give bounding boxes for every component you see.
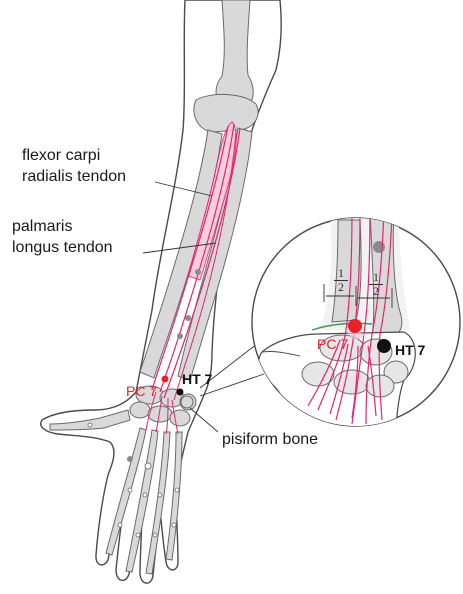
fraction-left: 1 2 — [334, 267, 348, 294]
flexor-carpi-label: flexor carpi radialis tendon — [22, 145, 126, 187]
fraction-left-numerator: 1 — [334, 267, 348, 281]
ht7-point — [176, 388, 184, 396]
pisiform-ring — [180, 395, 194, 409]
channel-points — [127, 269, 201, 462]
ulna-bone — [177, 127, 253, 381]
bones — [49, 0, 259, 575]
finger-joints — [87, 422, 180, 538]
leader-lines — [142, 181, 265, 433]
ht7-label: HT 7 — [182, 371, 213, 387]
flexor-carpi-label-line1: flexor carpi — [22, 147, 101, 164]
elbow-joint — [193, 93, 259, 133]
pc7-point — [161, 375, 169, 383]
carpal-bone — [169, 409, 191, 427]
fraction-right: 1 2 — [369, 271, 383, 298]
finger-bone — [165, 431, 183, 561]
zoom-ht7-point — [377, 339, 391, 353]
zoom-inset — [251, 217, 461, 427]
thumb-bone — [49, 409, 131, 431]
zoom-ht7-label: HT 7 — [395, 342, 426, 358]
pisiform-bone-label: pisiform bone — [222, 431, 319, 448]
palmaris-longus-label-line1: palmaris — [12, 218, 73, 235]
hand-point-ring — [144, 462, 152, 470]
flexor-carpi-label-line2: radialis tendon — [22, 168, 127, 185]
palmaris-longus-label: palmaris longus tendon — [12, 216, 113, 258]
palmaris-longus-label-line2: longus tendon — [12, 239, 113, 256]
zoom-pc7-label: PC 7 — [317, 336, 349, 352]
pc7-label: PC 7 — [126, 383, 158, 399]
fraction-left-denominator: 2 — [338, 280, 344, 294]
fraction-right-denominator: 2 — [373, 284, 379, 298]
tendons — [145, 121, 241, 435]
carpal-bone — [129, 401, 151, 419]
zoom-pc7-point — [348, 319, 362, 333]
finger-bone — [145, 431, 171, 575]
fraction-right-numerator: 1 — [369, 271, 383, 285]
finger-bone — [105, 427, 147, 556]
